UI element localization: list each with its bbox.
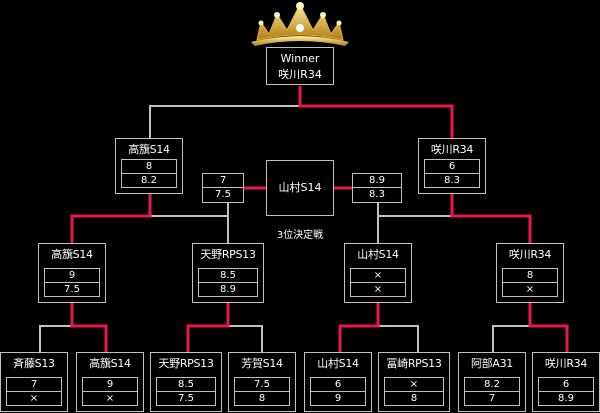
first-round-8[interactable]: 咲川R34 6 8.9 [532, 352, 600, 412]
first-round-1[interactable]: 斉藤S13 7 × [0, 352, 68, 412]
score-2: 8 [235, 391, 289, 405]
score-2: × [7, 391, 61, 405]
first-round-3[interactable]: 天野RPS13 8.5 7.5 [150, 352, 222, 412]
third-place-label: 3位決定戦 [276, 230, 324, 241]
score-box: 6 8.3 [424, 159, 480, 188]
score-box: 9 7.5 [44, 268, 100, 297]
player-name: 高籏S14 [51, 248, 93, 261]
score-box: 7.5 8 [234, 377, 290, 406]
score-1: 8.2 [484, 379, 500, 390]
crown-icon [251, 2, 349, 46]
player-name: 咲川R34 [508, 248, 552, 261]
winner-label: Winner [280, 52, 320, 65]
score-1: 9 [68, 270, 76, 281]
first-round-2[interactable]: 高籏S14 9 × [76, 352, 144, 412]
score-1: 6 [562, 379, 570, 390]
score-box: 9 × [82, 377, 138, 406]
score-2: 7.5 [45, 282, 99, 296]
quarterfinal-4[interactable]: 咲川R34 8 × [496, 243, 564, 303]
quarterfinal-1[interactable]: 高籏S14 9 7.5 [38, 243, 106, 303]
score-1: 8.5 [178, 379, 194, 390]
score-box: 6 8.9 [538, 377, 594, 406]
player-name: 天野RPS13 [158, 357, 214, 370]
first-round-5[interactable]: 山村S14 6 9 [304, 352, 372, 412]
score-2: 7.5 [157, 391, 215, 405]
player-name: 高籏S14 [89, 357, 131, 370]
semifinal-right[interactable]: 咲川R34 6 8.3 [418, 138, 486, 194]
score-2: × [503, 282, 557, 296]
score-2: 8.9 [539, 391, 593, 405]
score-1: 8.5 [220, 270, 236, 281]
player-name: 山村S14 [317, 357, 359, 370]
score-box: 7 × [6, 377, 62, 406]
player-name: 斉藤S13 [13, 357, 55, 370]
score-1: × [373, 270, 383, 281]
score-2: 7 [465, 391, 519, 405]
third-place-left-scores: 7 7.5 [202, 173, 244, 203]
score-box: 8 8.2 [121, 159, 177, 188]
quarterfinal-2[interactable]: 天野RPS13 8.5 8.9 [192, 243, 264, 303]
score-box: × × [350, 268, 406, 297]
score-1: 8 [526, 270, 534, 281]
score-2: 7.5 [203, 187, 243, 201]
score-2: 8.3 [353, 187, 401, 201]
player-name: 咲川R34 [430, 143, 474, 156]
score-1: 8.9 [369, 175, 385, 186]
score-2: × [83, 391, 137, 405]
score-2: × [351, 282, 405, 296]
score-2: 8 [385, 391, 443, 405]
score-1: × [409, 379, 419, 390]
score-2: 8.3 [425, 173, 479, 187]
player-name: 芳賀S14 [241, 357, 283, 370]
score-2: 8.2 [122, 173, 176, 187]
first-round-4[interactable]: 芳賀S14 7.5 8 [228, 352, 296, 412]
score-2: 9 [311, 391, 365, 405]
third-place-name: 山村S14 [278, 181, 322, 194]
player-name: 天野RPS13 [200, 248, 256, 261]
player-name: 高籏S14 [128, 143, 170, 156]
score-box: 6 9 [310, 377, 366, 406]
score-box: 8.5 8.9 [198, 268, 258, 297]
score-box: 8.5 7.5 [156, 377, 216, 406]
player-name: 咲川R34 [544, 357, 588, 370]
score-1: 6 [334, 379, 342, 390]
score-1: 7 [219, 175, 227, 186]
score-box: × 8 [384, 377, 444, 406]
score-1: 7 [30, 379, 38, 390]
score-box: 8.2 7 [464, 377, 520, 406]
player-name: 冨崎RPS13 [386, 357, 442, 370]
third-place-right-scores: 8.9 8.3 [352, 173, 402, 203]
player-name: 阿部A31 [470, 357, 514, 370]
score-1: 7.5 [254, 379, 270, 390]
first-round-6[interactable]: 冨崎RPS13 × 8 [378, 352, 450, 412]
score-1: 9 [106, 379, 114, 390]
semifinal-left[interactable]: 高籏S14 8 8.2 [115, 138, 183, 194]
score-2: 8.9 [199, 282, 257, 296]
quarterfinal-3[interactable]: 山村S14 × × [344, 243, 412, 303]
score-1: 6 [448, 161, 456, 172]
first-round-7[interactable]: 阿部A31 8.2 7 [458, 352, 526, 412]
winner-box[interactable]: Winner 咲川R34 [266, 47, 334, 85]
third-place-box[interactable]: 山村S14 [266, 160, 334, 216]
player-name: 山村S14 [357, 248, 399, 261]
winner-name: 咲川R34 [278, 68, 322, 81]
score-1: 8 [145, 161, 153, 172]
score-box: 8 × [502, 268, 558, 297]
